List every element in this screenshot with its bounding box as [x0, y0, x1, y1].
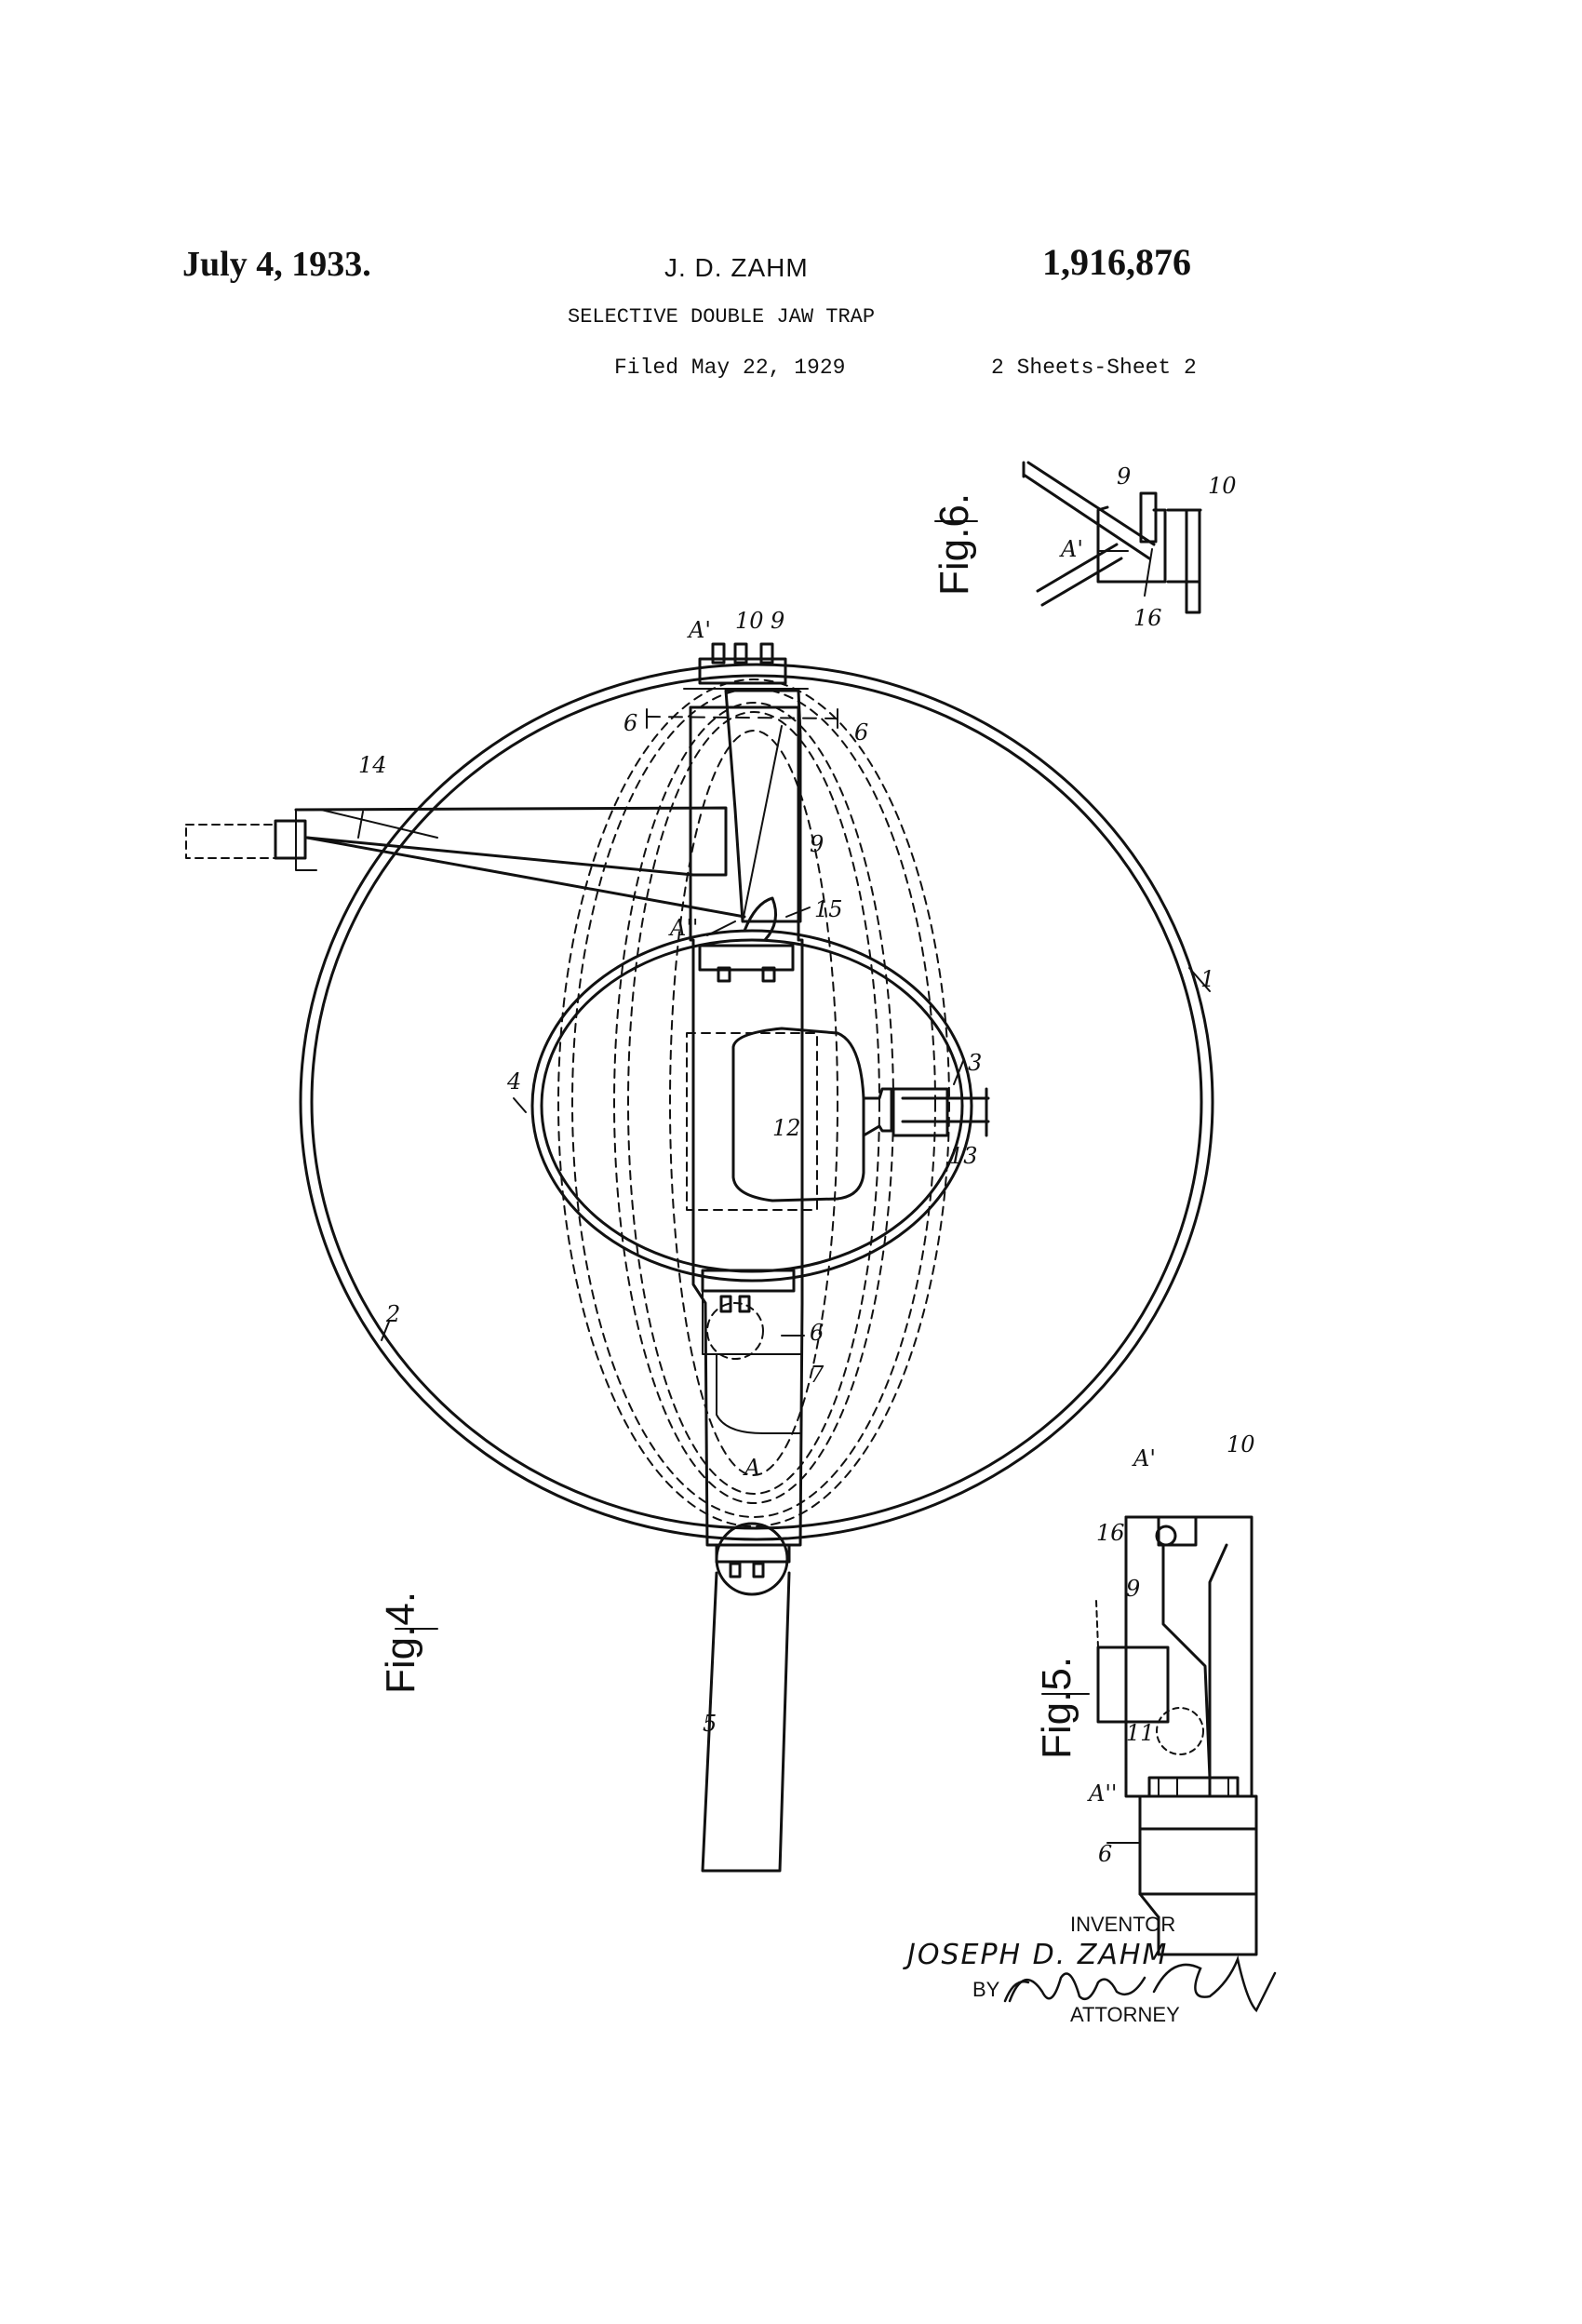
ref-label: 6 [1098, 1841, 1112, 1867]
attorney-caption: ATTORNEY [1070, 2003, 1180, 2026]
ref-label: 6 [623, 710, 637, 736]
ref-label: A [743, 1455, 760, 1481]
ref-label: 10 [1208, 473, 1237, 499]
ref-label: A'' [1087, 1780, 1118, 1807]
fig4-outer-ring-inner [310, 674, 1203, 1530]
ref-label: A' [687, 617, 711, 643]
ref-label: 12 [772, 1115, 801, 1141]
ref-label: 6 [854, 719, 868, 746]
ref-label: 1 [1200, 966, 1214, 992]
ref-label: 4 [506, 1068, 521, 1095]
fig4-inner-ring-inner [540, 938, 964, 1273]
inventor-name: JOSEPH D. ZAHM [903, 1939, 1168, 1971]
ref-label: 16 [1096, 1520, 1125, 1546]
fig4-inner-ring-outer [530, 929, 973, 1283]
inventor-caption: INVENTOR [1070, 1913, 1175, 1936]
patent-date: July 4, 1933. [182, 245, 371, 284]
sheet-count: 2 Sheets-Sheet 2 [991, 356, 1197, 380]
filed-date: Filed May 22, 1929 [614, 356, 846, 380]
ref-label: 3 [968, 1050, 982, 1076]
ref-label: 14 [358, 752, 387, 778]
ref-label: 10 [1227, 1431, 1255, 1458]
ref-label: 9 [1126, 1576, 1140, 1602]
patent-number: 1,916,876 [1042, 241, 1191, 283]
ref-label: 16 [1133, 605, 1162, 631]
fig5-drawing [1095, 1515, 1258, 1956]
fig4-outer-ring-outer [299, 663, 1214, 1541]
fig6-drawing [1022, 461, 1202, 614]
ref-label: A' [1059, 536, 1083, 562]
ref-label: 7 [810, 1362, 825, 1388]
attorney-signature [1003, 1955, 1277, 2013]
ref-label: 9 [1117, 463, 1131, 490]
fig4-drawing [185, 642, 1214, 1873]
ref-label: 15 [814, 896, 843, 922]
ref-label: 13 [949, 1143, 978, 1169]
ref-label: 6 [810, 1320, 824, 1346]
fig4-label: Fig.4. [378, 1592, 423, 1694]
ref-label: 11 [1126, 1720, 1155, 1746]
ref-label: 9 [810, 831, 824, 857]
by-caption: BY [972, 1978, 1000, 2001]
ref-label: 9 [771, 608, 784, 634]
ref-label: 2 [385, 1301, 400, 1327]
ref-label: 10 [735, 608, 764, 634]
ref-label: A'' [668, 915, 699, 941]
patent-title: SELECTIVE DOUBLE JAW TRAP [568, 305, 876, 329]
ref-label: A' [1132, 1445, 1156, 1471]
fig6-label: Fig.6. [932, 493, 977, 596]
ref-label: 5 [703, 1711, 717, 1737]
inventor-header: J. D. ZAHM [664, 253, 809, 282]
fig5-label: Fig.5. [1034, 1657, 1079, 1759]
